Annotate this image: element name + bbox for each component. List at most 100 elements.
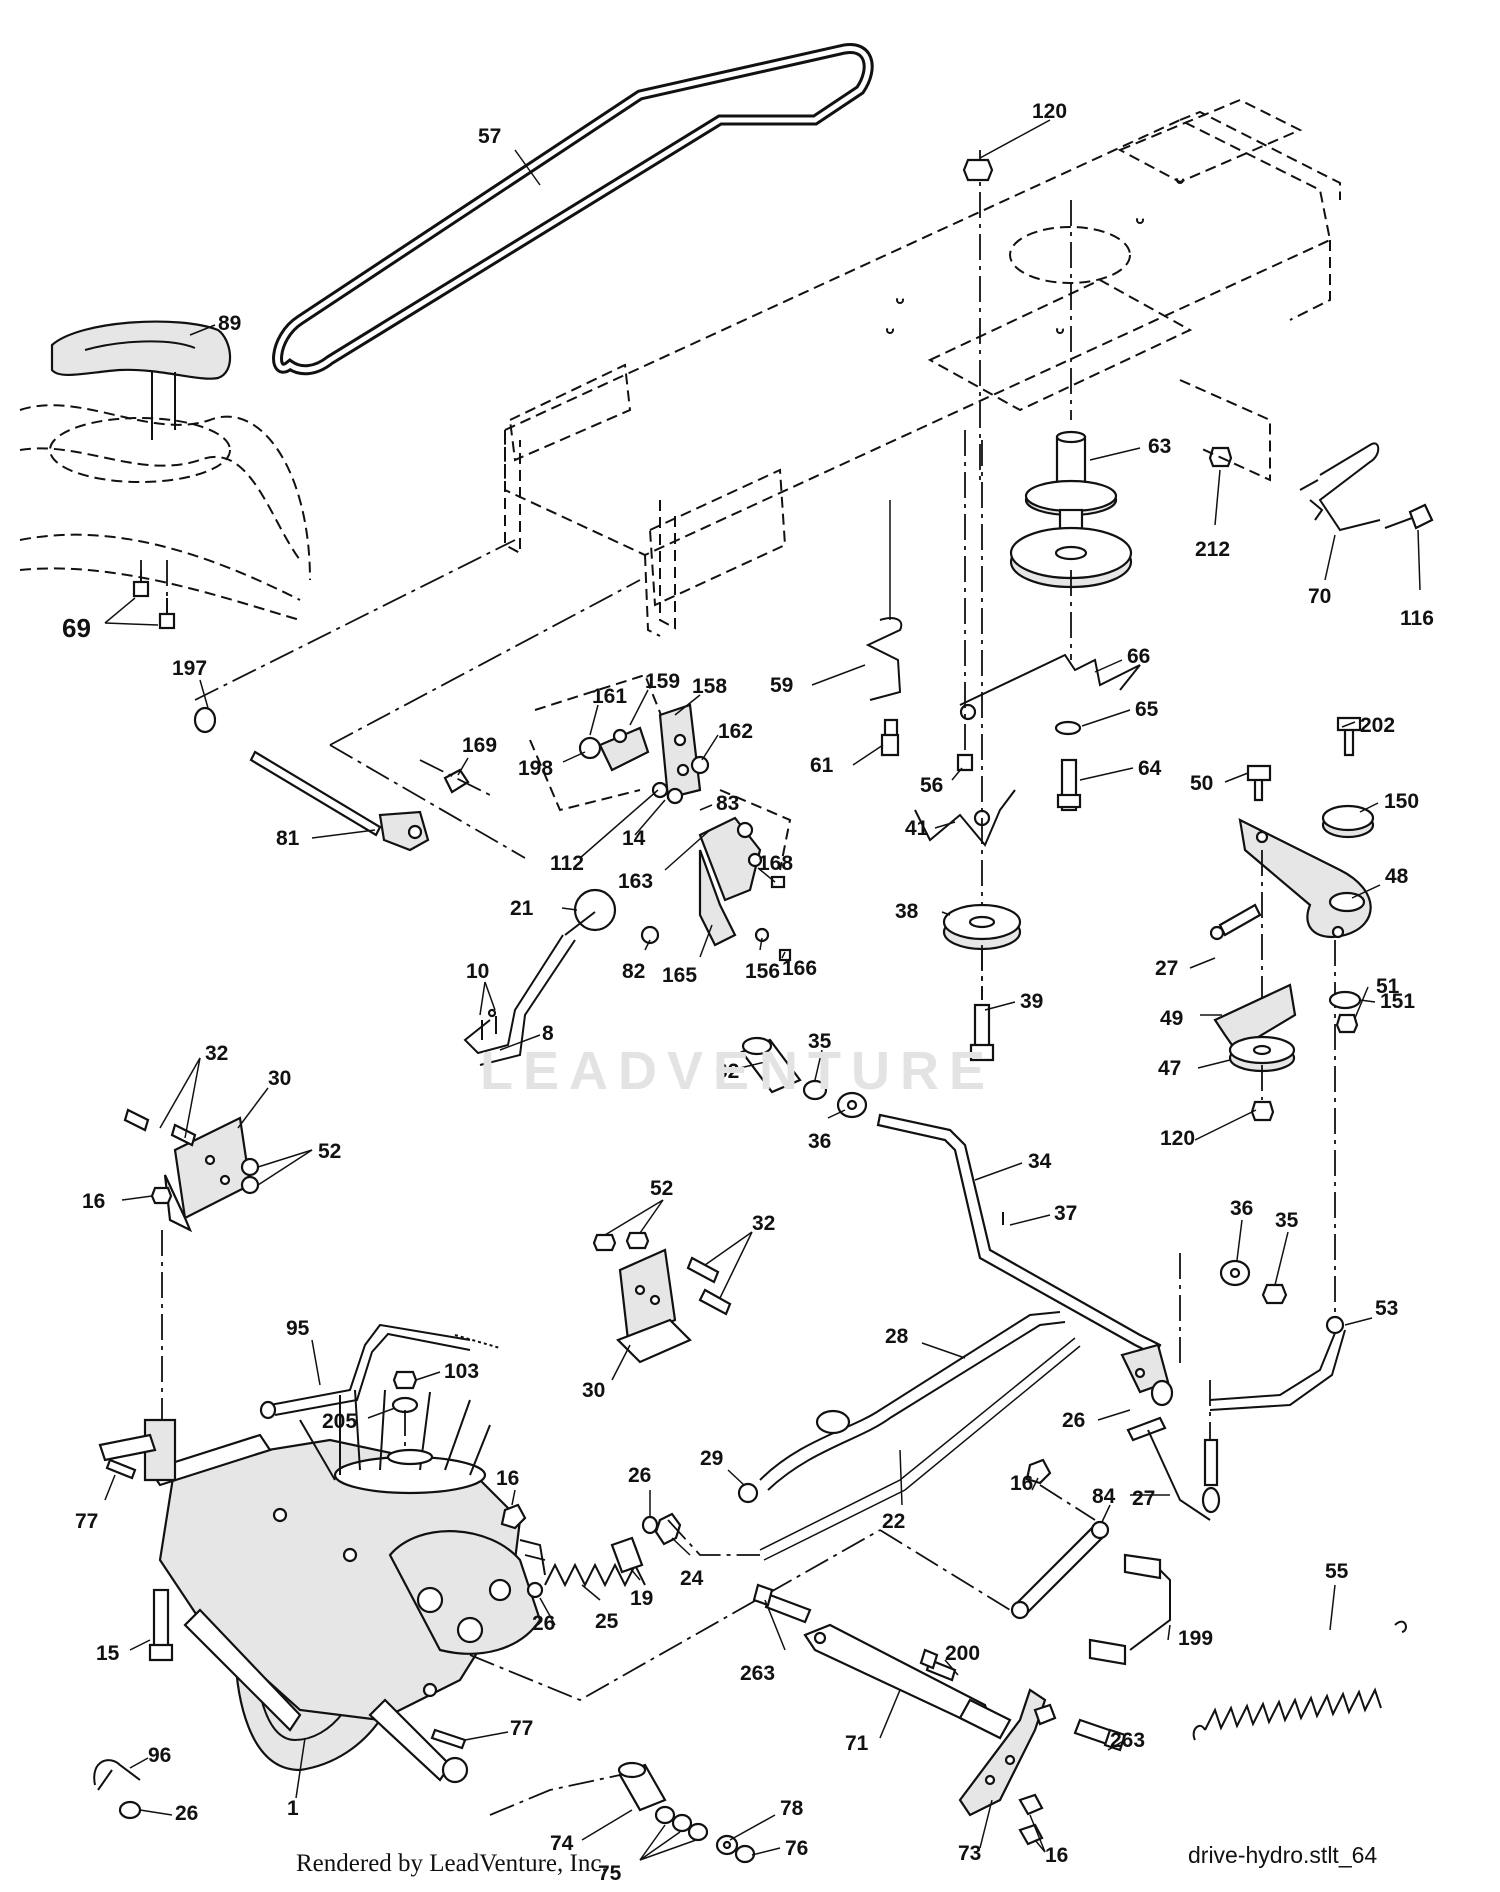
callout: 47	[1158, 1057, 1181, 1080]
idler-arm-assembly	[1209, 716, 1375, 1320]
callout: 73	[958, 1842, 981, 1865]
callout: 198	[518, 757, 553, 780]
callout: 27	[1132, 1487, 1155, 1510]
part-65-washer	[1054, 720, 1082, 736]
callout: 29	[700, 1447, 723, 1470]
callout: 151	[1380, 990, 1415, 1013]
callout: 10	[466, 960, 489, 983]
callout: 16	[82, 1190, 105, 1213]
part-205-washer	[391, 1396, 419, 1414]
callout: 166	[782, 957, 817, 980]
part-15-bolt	[148, 1588, 174, 1662]
callout: 75	[598, 1862, 622, 1885]
part-35-nut-right	[1261, 1283, 1288, 1305]
part-77-pin-lower	[430, 1728, 467, 1750]
part-53-rod	[1209, 1315, 1346, 1480]
callout: 21	[510, 897, 534, 920]
callout: 1	[287, 1797, 299, 1820]
callout: 120	[1160, 1127, 1195, 1150]
callout: 78	[780, 1797, 804, 1820]
part-84-link	[1010, 1458, 1171, 1666]
callout: 83	[716, 792, 739, 815]
part-71-arm	[803, 1623, 1012, 1740]
part-59-spring	[865, 500, 903, 748]
callout: 65	[1135, 698, 1159, 721]
callout: 26	[628, 1464, 651, 1487]
callout: 263	[1110, 1729, 1145, 1752]
callout: 165	[662, 964, 697, 987]
callout: 35	[1275, 1209, 1299, 1232]
part-38-pulley	[942, 903, 1022, 1000]
part-200-bolt	[919, 1648, 957, 1682]
part-56-bolt	[956, 753, 974, 772]
tractor-frame	[504, 98, 1341, 637]
part-103-nut	[392, 1370, 418, 1390]
callout: 16	[496, 1467, 519, 1490]
part-75-washers	[654, 1805, 709, 1842]
part-74-spacer	[617, 1761, 667, 1812]
part-61-bolt	[880, 733, 900, 757]
callout: 53	[1375, 1297, 1398, 1320]
part-26-washer-mid	[641, 1515, 659, 1535]
part-77-pin-upper	[105, 1458, 137, 1480]
callout: 96	[148, 1744, 171, 1767]
callout: 15	[96, 1642, 120, 1665]
callout: 52	[650, 1177, 673, 1200]
callout: 263	[740, 1662, 775, 1685]
part-66-rod	[914, 653, 1141, 847]
part-73-bracket	[958, 1688, 1127, 1846]
callout: 62	[716, 1060, 739, 1083]
part-28-rod	[759, 1311, 1170, 1491]
callout: 61	[810, 754, 834, 777]
callout: 71	[845, 1732, 869, 1755]
part-212-nut	[1179, 379, 1271, 482]
part-25-spring	[526, 1562, 646, 1599]
part-63-pulley	[1009, 430, 1133, 660]
callout: 50	[1190, 772, 1213, 795]
callout: 22	[882, 1510, 905, 1533]
part-34-rod	[876, 1113, 1162, 1357]
part-76-clip	[734, 1844, 756, 1864]
callout-labels: 57 120 89 63 212 70 116 69 197 161 159 1…	[62, 100, 1434, 1885]
callout: 24	[680, 1567, 704, 1590]
callout: 59	[770, 674, 793, 697]
callout: 63	[1148, 435, 1171, 458]
part-16-nut-mid	[500, 1503, 527, 1530]
callout: 197	[172, 657, 207, 680]
part-62-spacer	[740, 1036, 868, 1119]
callout: 159	[645, 670, 680, 693]
callout: 26	[175, 1802, 198, 1825]
part-64-bolt	[1056, 758, 1082, 812]
callout: 69	[62, 613, 91, 643]
part-24-nut	[654, 1512, 682, 1546]
callout: 19	[630, 1587, 653, 1610]
part-19-spacer	[610, 1536, 644, 1574]
callout: 27	[1155, 957, 1178, 980]
part-263-bolt-left	[752, 1583, 812, 1624]
part-8-lever	[463, 888, 617, 1066]
callout: 36	[808, 1130, 831, 1153]
callout: 82	[622, 960, 645, 983]
part-29-bushing	[737, 1482, 759, 1504]
part-22-rod	[759, 1337, 1081, 1561]
callout: 112	[550, 852, 584, 875]
callout: 103	[444, 1360, 479, 1383]
callout: 70	[1308, 585, 1331, 608]
callout: 169	[462, 734, 497, 757]
part-36-washer-right	[1219, 1259, 1251, 1287]
callout: 163	[618, 870, 653, 893]
callout: 200	[945, 1642, 980, 1665]
callout: 199	[1178, 1627, 1213, 1650]
callout: 95	[286, 1317, 310, 1340]
part-26-bushing-right	[1126, 1379, 1174, 1442]
bracket-30-top	[123, 1108, 260, 1440]
callout: 35	[808, 1030, 832, 1053]
callout: 168	[758, 852, 793, 875]
callout: 158	[692, 675, 727, 698]
callout: 25	[595, 1610, 619, 1633]
callout: 52	[318, 1140, 341, 1163]
part-26-washer-left	[118, 1800, 142, 1820]
callout: 64	[1138, 757, 1162, 780]
callout: 212	[1195, 538, 1230, 561]
